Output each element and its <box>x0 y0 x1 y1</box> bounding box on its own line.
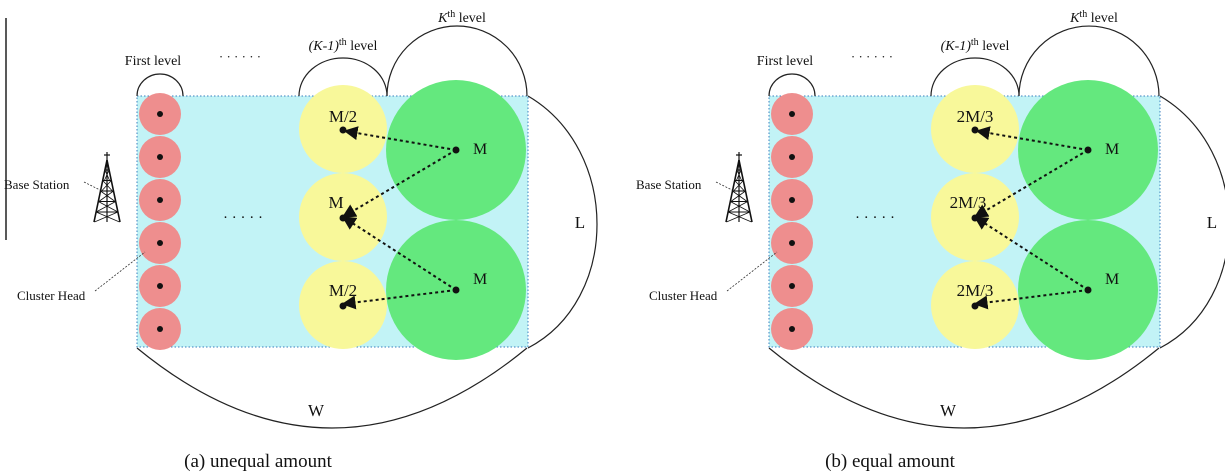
kth-level-arc <box>1018 25 1160 97</box>
kth-level-label: Kth level <box>437 9 486 27</box>
cluster-head-node <box>789 240 795 246</box>
middle-node-label: M/2 <box>329 107 357 126</box>
outer-node-label: M <box>1105 271 1119 288</box>
panel-caption: (a) unequal amount <box>184 451 332 472</box>
tower-brace <box>734 180 745 191</box>
middle-node-label: M/2 <box>329 281 357 300</box>
first-level-label: First level <box>125 54 181 69</box>
base-station-pointer <box>715 181 733 191</box>
width-label: W <box>940 401 957 420</box>
cluster-head-node <box>157 283 163 289</box>
length-label: L <box>575 213 585 232</box>
cluster-head-node <box>157 154 163 160</box>
tower-brace <box>733 180 744 191</box>
k-minus-1-level-arc <box>298 57 388 97</box>
tower-brace <box>730 201 750 212</box>
tower-brace <box>102 180 113 191</box>
data-flow-arrow <box>341 149 457 218</box>
first-level-label: First level <box>757 54 813 69</box>
length-arc <box>527 95 598 349</box>
cluster-head-pointer <box>726 251 778 292</box>
k-minus-1-level-node <box>339 302 347 310</box>
first-level-arc <box>136 73 184 97</box>
tower-brace <box>104 169 110 181</box>
ellipsis-middle: · · · · · <box>855 210 895 226</box>
tower-brace <box>731 190 746 202</box>
data-flow-arrow <box>973 289 1089 310</box>
k-minus-1-level-node <box>339 126 347 134</box>
cluster-head-node <box>789 197 795 203</box>
length-arc <box>1159 95 1225 349</box>
tower-brace <box>100 190 115 202</box>
middle-node-label: M <box>328 193 343 212</box>
base-station-tower-icon <box>725 152 753 223</box>
width-label: W <box>308 401 325 420</box>
middle-node-label: 2M/3 <box>957 281 994 300</box>
base-station-pointer <box>83 181 101 191</box>
tower-brace <box>732 190 747 202</box>
ellipsis-top: · · · · · · <box>851 49 893 64</box>
ellipsis-middle: · · · · · <box>223 210 263 226</box>
data-flow-arrow <box>341 289 457 310</box>
kth-level-node <box>1084 146 1092 154</box>
k-minus-1-level-node <box>971 302 979 310</box>
cluster-head-node <box>157 197 163 203</box>
middle-node-label: 2M/3 <box>950 193 987 212</box>
data-flow-arrow <box>975 126 1089 151</box>
kth-level-node <box>452 146 460 154</box>
data-flow-arrow <box>973 216 1089 291</box>
tower-brace <box>728 201 748 212</box>
data-flow-arrow <box>343 126 457 151</box>
k-minus-1-level-node <box>339 214 347 222</box>
cluster-head-node <box>789 154 795 160</box>
k-minus-1-level-label: (K-1)th level <box>941 37 1010 55</box>
ellipsis-top: · · · · · · <box>219 49 261 64</box>
width-arc <box>136 347 528 429</box>
kth-level-label: Kth level <box>1069 9 1118 27</box>
first-level-arc <box>768 73 816 97</box>
cluster-head-node <box>789 111 795 117</box>
base-station-tower-icon <box>93 152 121 223</box>
cluster-head-label: Cluster Head <box>17 288 86 303</box>
cluster-head-pointer <box>94 251 146 292</box>
cluster-head-node <box>157 240 163 246</box>
tower-brace <box>727 211 752 223</box>
tower-brace <box>95 211 120 223</box>
base-station-label: Base Station <box>636 177 702 192</box>
tower-brace <box>726 211 751 223</box>
cluster-head-label: Cluster Head <box>649 288 718 303</box>
k-minus-1-level-label: (K-1)th level <box>309 37 378 55</box>
kth-level-node <box>452 286 460 294</box>
tower-brace <box>736 169 742 181</box>
tower-brace <box>96 201 116 212</box>
tower-brace <box>98 201 118 212</box>
length-label: L <box>1207 213 1217 232</box>
tower-brace <box>99 190 114 202</box>
outer-node-label: M <box>473 141 487 158</box>
k-minus-1-level-node <box>971 214 979 222</box>
tower-brace <box>101 180 112 191</box>
data-flow-arrow <box>973 149 1089 218</box>
outer-node-label: M <box>473 271 487 288</box>
cluster-head-node <box>789 283 795 289</box>
k-minus-1-level-arc <box>930 57 1020 97</box>
outer-node-label: M <box>1105 141 1119 158</box>
cluster-head-node <box>157 326 163 332</box>
width-arc <box>768 347 1160 429</box>
base-station-label: Base Station <box>4 177 70 192</box>
tower-brace <box>94 211 119 223</box>
data-flow-arrow <box>341 216 457 291</box>
panel-caption: (b) equal amount <box>825 451 956 472</box>
cluster-head-node <box>157 111 163 117</box>
kth-level-arc <box>386 25 528 97</box>
k-minus-1-level-node <box>971 126 979 134</box>
middle-node-label: 2M/3 <box>957 107 994 126</box>
cluster-head-node <box>789 326 795 332</box>
kth-level-node <box>1084 286 1092 294</box>
